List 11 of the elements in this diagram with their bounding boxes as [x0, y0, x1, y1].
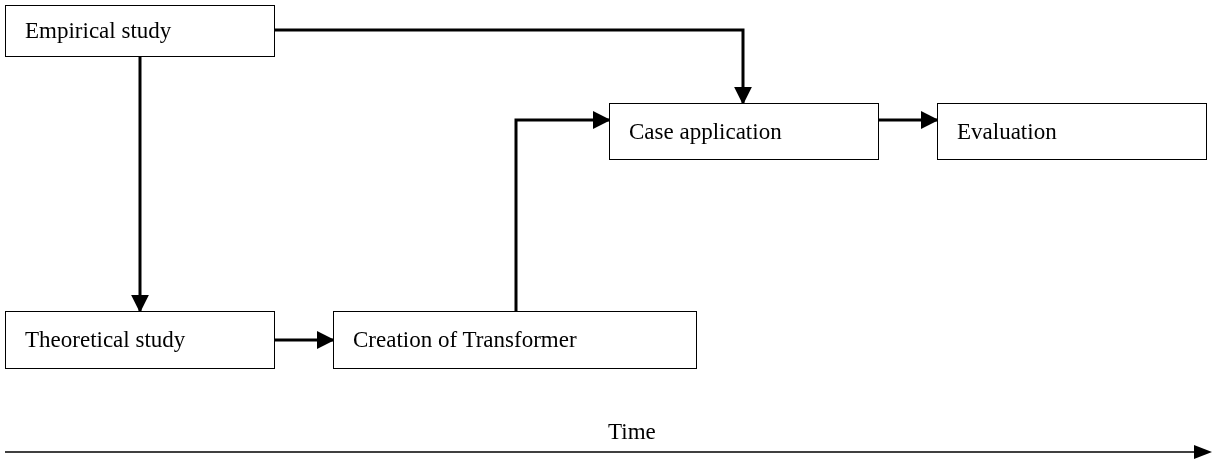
arrow — [514, 111, 611, 311]
axis-label: Time — [608, 419, 656, 445]
process-box: Empirical study — [5, 5, 275, 57]
arrow — [275, 331, 335, 349]
process-box: Case application — [609, 103, 879, 160]
arrow — [275, 28, 752, 105]
process-box: Evaluation — [937, 103, 1207, 160]
process-box: Creation of Transformer — [333, 311, 697, 369]
process-box: Theoretical study — [5, 311, 275, 369]
arrow — [879, 111, 939, 129]
arrow — [131, 57, 149, 313]
